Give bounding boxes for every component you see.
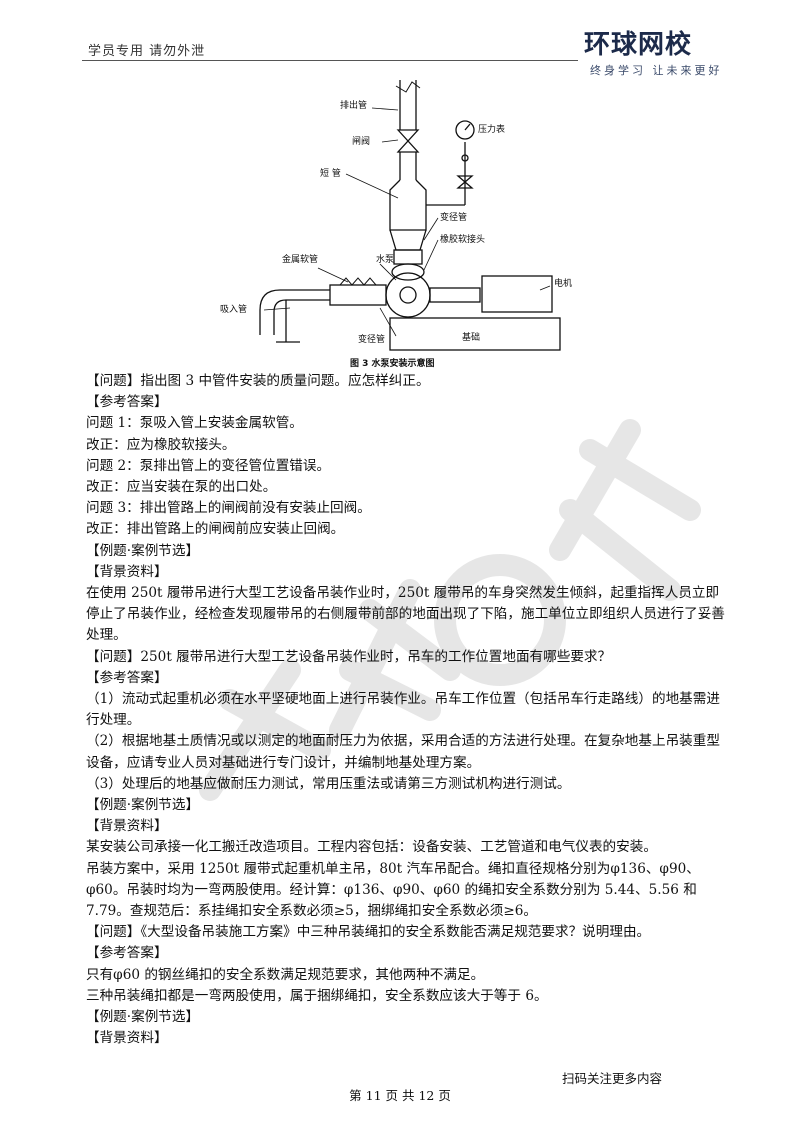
label-foundation: 基础 (462, 331, 480, 343)
paragraph: 【问题】《大型设备吊装施工方案》中三种吊装绳扣的安全系数能否满足规范要求？说明理… (86, 924, 651, 941)
paragraph: 【背景资料】 (86, 818, 168, 835)
pump-installation-diagram: 排出管 闸阀 压力表 短 管 变径管 橡胶软接头 金属软管 水泵 电机 吸入管 … (220, 80, 572, 369)
label-reducer-lower: 变径管 (358, 333, 385, 345)
paragraph: 【背景资料】 (86, 1030, 168, 1047)
brand-logo: 环球网校 终身学习 让未来更好 (584, 30, 734, 82)
paragraph: 三种吊装绳扣都是一弯两股使用，属于捆绑绳扣，安全系数应该大于等于 6。 (86, 987, 548, 1004)
paragraph: 【背景资料】 (86, 563, 168, 580)
label-pressure-gauge: 压力表 (478, 123, 505, 135)
label-reducer-upper: 变径管 (440, 211, 467, 223)
logo-slogan: 终身学习 让未来更好 (590, 64, 723, 77)
qr-prompt: 扫码关注更多内容 (562, 1071, 663, 1086)
paragraph: 改正：应当安装在泵的出口处。 (86, 479, 277, 496)
label-discharge-pipe: 排出管 (340, 99, 367, 111)
header-notice: 学员专用 请勿外泄 (88, 44, 206, 59)
label-suction-pipe: 吸入管 (220, 303, 247, 315)
paragraph: 只有φ60 的钢丝绳扣的安全系数满足规范要求，其他两种不满足。 (86, 966, 485, 983)
label-gate-valve: 闸阀 (352, 136, 370, 147)
label-segment-pipe: 短 管 (320, 167, 341, 179)
paragraph: 吊装方案中，采用 1250t 履带式起重机单主吊，80t 汽车吊配合。绳扣直径规… (86, 860, 700, 920)
label-pump: 水泵 (376, 253, 394, 265)
paragraph: 改正：排出管路上的闸阀前应安装止回阀。 (86, 521, 345, 538)
label-motor: 电机 (554, 277, 572, 289)
label-rubber-joint: 橡胶软接头 (440, 233, 485, 245)
paragraph: 某安装公司承接一化工搬迁改造项目。工程内容包括：设备安装、工艺管道和电气仪表的安… (86, 839, 657, 856)
paragraph: 问题 3：排出管路上的闸阀前没有安装止回阀。 (86, 500, 371, 517)
paragraph: 【参考答案】 (86, 669, 168, 686)
figure-caption: 图 3 水泵安装示意图 (350, 357, 435, 369)
paragraph: （2）根据地基土质情况或以测定的地面耐压力为依据，采用合适的方法进行处理。在复杂… (86, 733, 720, 771)
paragraph: （1）流动式起重机必须在水平坚硬地面上进行吊装作业。吊车工作位置（包括吊车行走路… (86, 691, 720, 729)
paragraph: 【例题·案例节选】 (86, 1009, 200, 1026)
paragraph: 在使用 250t 履带吊进行大型工艺设备吊装作业时，250t 履带吊的车身突然发… (86, 585, 725, 644)
document-body: 【问题】指出图 3 中管件安装的质量问题。应怎样纠正。【参考答案】问题 1：泵吸… (86, 371, 726, 1050)
paragraph: 【参考答案】 (86, 945, 168, 962)
paragraph: 【例题·案例节选】 (86, 797, 200, 814)
paragraph: 【例题·案例节选】 (86, 542, 200, 559)
logo-title: 环球网校 (584, 30, 693, 60)
label-metal-hose: 金属软管 (282, 253, 318, 265)
paragraph: 问题 2：泵排出管上的变径管位置错误。 (86, 457, 331, 474)
paragraph: 【问题】250t 履带吊进行大型工艺设备吊装作业时，吊车的工作位置地面有哪些要求… (86, 648, 612, 665)
paragraph: （3）处理后的地基应做耐压力测试，常用压重法或请第三方测试机构进行测试。 (86, 775, 571, 792)
page-number: 第 11 页 共 12 页 (349, 1088, 451, 1103)
paragraph: 【参考答案】 (86, 394, 168, 411)
header-divider (82, 60, 578, 61)
paragraph: 【问题】指出图 3 中管件安装的质量问题。应怎样纠正。 (86, 373, 430, 389)
paragraph: 改正：应为橡胶软接头。 (86, 436, 236, 453)
paragraph: 问题 1：泵吸入管上安装金属软管。 (86, 415, 303, 432)
